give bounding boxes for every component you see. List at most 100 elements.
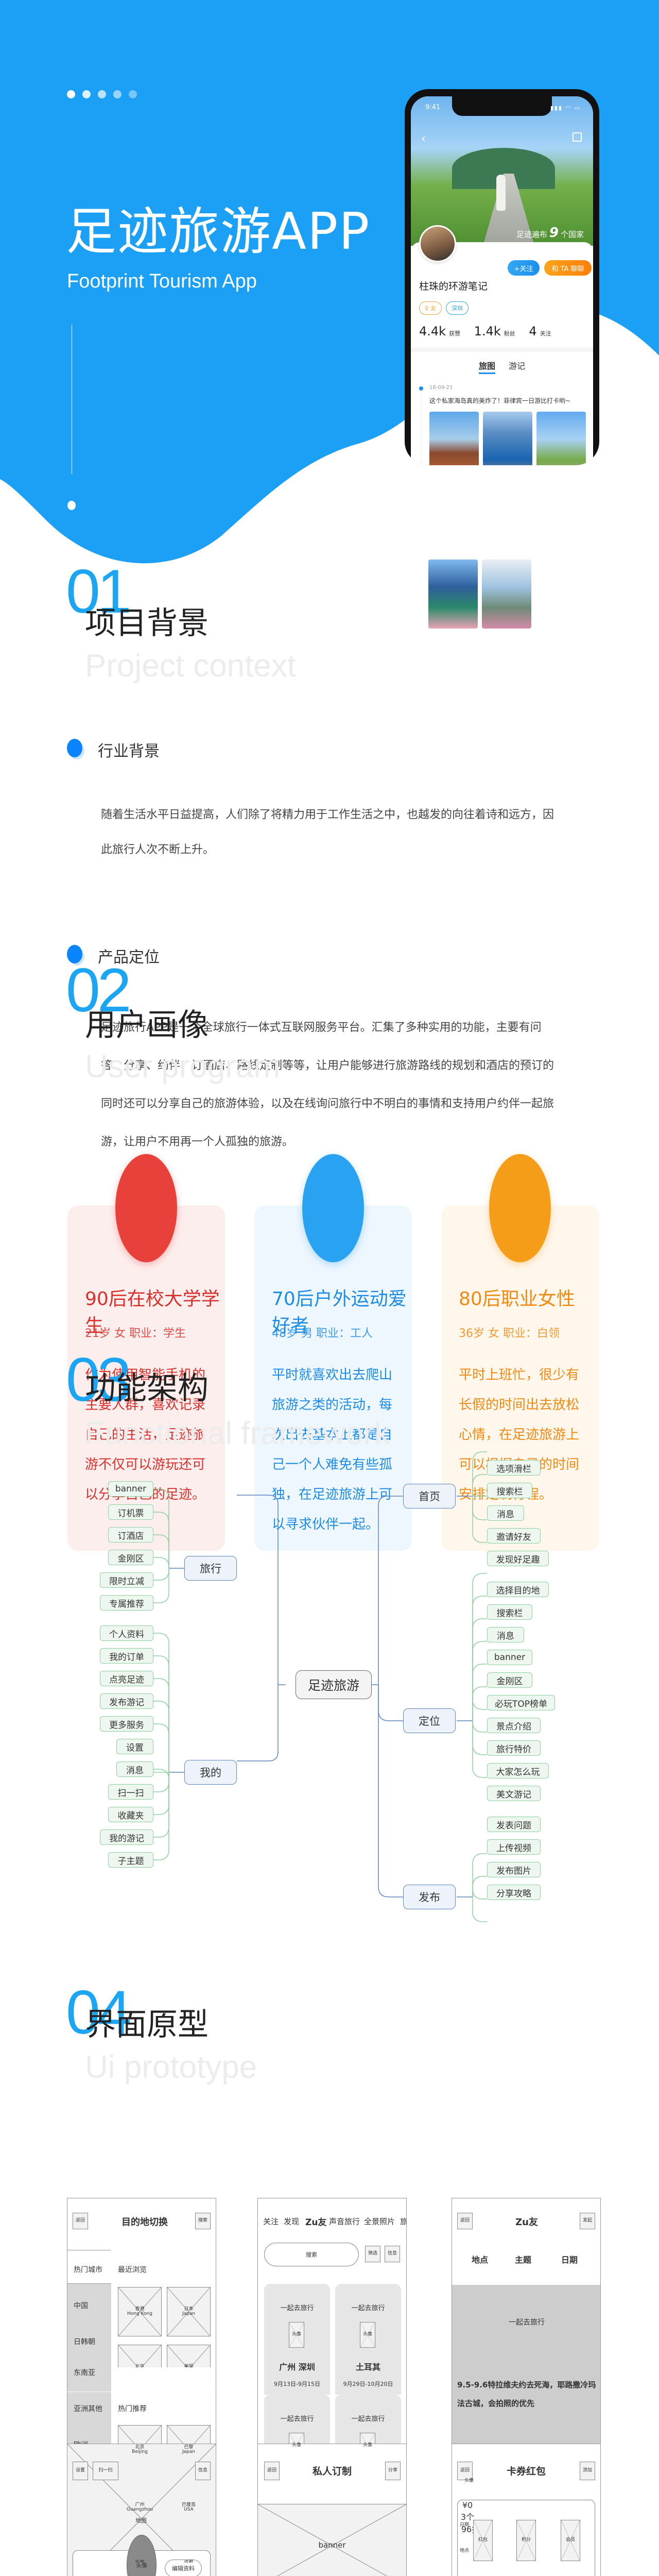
mindmap-leaf: 发布游记 <box>100 1693 153 1709</box>
mindmap-leaf: 子主题 <box>108 1852 153 1868</box>
post-date: 18-09-21 <box>429 385 453 391</box>
mindmap-leaf: 金刚区 <box>487 1672 532 1688</box>
decorative-dot <box>67 501 76 510</box>
mindmap-leaf: 我的订单 <box>100 1648 153 1664</box>
search-button[interactable]: 搜索 <box>195 2213 211 2229</box>
persona-avatar <box>489 1154 551 1262</box>
hero-title: 足迹旅游APP <box>66 202 371 261</box>
phone-notch <box>452 96 552 116</box>
mindmap-leaf: 收藏夹 <box>108 1807 153 1822</box>
sidebar-item[interactable]: 亚洲其他 <box>74 2405 102 2413</box>
sidebar-item[interactable]: 东南亚 <box>74 2369 95 2377</box>
section-subtitle-en: Project context <box>85 648 297 684</box>
mindmap-leaf: 订机票 <box>108 1504 153 1520</box>
filter-button[interactable]: 筛选 <box>365 2246 380 2262</box>
trip-banner: 一起去旅行 9.5-9.6特拉维夫约去死海，耶路撒冷玛法古城，会拍照的优先 <box>452 2285 600 2449</box>
start-button[interactable]: 发起 <box>580 2213 595 2229</box>
section-title: 功能架构 <box>85 1370 209 1406</box>
sidebar-item[interactable]: 中国 <box>74 2302 88 2310</box>
persona-meta: 21岁 女 职业：学生 <box>85 1327 186 1340</box>
mindmap-leaf: 更多服务 <box>100 1716 153 1732</box>
chat-button[interactable]: 和 TA 聊聊 <box>544 260 592 276</box>
info-button[interactable]: 信息 <box>385 2246 400 2262</box>
scan-button[interactable]: 扫一扫 <box>93 2462 118 2480</box>
mindmap-leaf: 消息 <box>116 1761 153 1777</box>
feed-tab[interactable]: 全景照片 <box>364 2217 395 2226</box>
destination-tile[interactable]: 美国USA <box>167 2345 211 2367</box>
wireframe-title: Zu友 <box>515 2217 538 2228</box>
back-button[interactable]: 返回 <box>73 2213 88 2229</box>
banner-placeholder[interactable]: banner <box>258 2504 406 2576</box>
mindmap-leaf: 点亮足迹 <box>100 1671 153 1686</box>
mindmap-branch-travel: 旅行 <box>184 1556 237 1581</box>
paragraph: 随着生活水平日益提高，人们除了将精力用于工作生活之中，也越发的向往着诗和远方，因… <box>101 808 554 856</box>
mindmap-branch-home: 首页 <box>403 1484 456 1509</box>
mindmap-leaf: 发现好足趣 <box>487 1551 549 1566</box>
mindmap-leaf: 选项滑栏 <box>487 1460 541 1476</box>
edit-profile-button[interactable]: 编辑资料 <box>165 2560 202 2576</box>
red-packet-icon[interactable]: 红包 <box>473 2520 493 2561</box>
wireframe-title: 私人订制 <box>312 2466 352 2477</box>
trip-card[interactable]: 一起去旅行 头像 广州 深圳 9月13日-9月15日 2019中秋9月13到15… <box>264 2284 330 2395</box>
mindmap-leaf: 我的游记 <box>100 1829 153 1845</box>
share-button[interactable]: 分享 <box>385 2462 401 2480</box>
mindmap-leaf: 限时立减 <box>100 1572 153 1588</box>
persona-title: 90后在校大学学生 <box>85 1289 220 1336</box>
username: 柱珠的环游笔记 <box>419 281 488 292</box>
divider <box>411 348 593 352</box>
section-number: 03 <box>66 1345 132 1414</box>
share-icon[interactable] <box>573 132 582 142</box>
mindmap-leaf: 发表问题 <box>487 1817 541 1832</box>
feed-tab[interactable]: 发现 <box>284 2217 300 2226</box>
filter-tab[interactable]: 日期 <box>561 2255 578 2265</box>
filter-tab[interactable]: 地点 <box>472 2255 489 2265</box>
tab-notes[interactable]: 游记 <box>509 361 526 371</box>
persona-description: 平时就喜欢出去爬山旅游之类的活动，每次出去基本上都是自己一个人难免有些孤独，在足… <box>272 1367 393 1532</box>
feed-tab[interactable]: 关注 <box>263 2217 279 2226</box>
back-button[interactable]: 返回 <box>264 2462 280 2480</box>
timeline-dot <box>419 386 423 391</box>
back-chevron-icon[interactable]: ‹ <box>421 132 426 145</box>
mindmap-leaf: banner <box>108 1481 153 1497</box>
hero-section: 足迹旅游APP Footprint Tourism App 9:41 ▮▮▮ ◠… <box>0 0 659 582</box>
settings-button[interactable]: 设置 <box>73 2462 88 2480</box>
mindmap-connectors <box>152 1451 487 1922</box>
pagination-dots <box>67 90 137 98</box>
member-icon[interactable]: 会员 <box>561 2520 580 2561</box>
feed-tab-active[interactable]: Zu友 <box>305 2217 327 2228</box>
recent-label: 最近浏览 <box>118 2266 147 2274</box>
tab-photos[interactable]: 旅图 <box>478 359 495 374</box>
mindmap-leaf: 上传视频 <box>487 1839 541 1855</box>
search-input[interactable]: 搜索 <box>264 2243 359 2266</box>
back-button[interactable]: 返回 <box>457 2213 473 2229</box>
sidebar-item[interactable]: 日韩朝 <box>74 2338 95 2346</box>
feed-tab[interactable]: 旅 <box>400 2216 406 2227</box>
follow-button[interactable]: +关注 <box>508 260 540 276</box>
points-icon[interactable]: 积分 <box>516 2520 536 2561</box>
sidebar-item[interactable]: 热门城市 <box>74 2266 102 2274</box>
city-tag: 深圳 <box>446 301 469 315</box>
add-button[interactable]: 添加 <box>580 2462 595 2480</box>
info-button[interactable]: 信息 <box>195 2462 211 2480</box>
trip-card[interactable]: 一起去旅行 头像 土耳其 9月29日-10月20日 10月1-10月20号期间，… <box>335 2284 401 2395</box>
hero-subtitle: Footprint Tourism App <box>67 270 257 292</box>
status-time: 9:41 <box>425 104 441 111</box>
mindmap-branch-publish: 发布 <box>403 1885 456 1909</box>
filter-tab[interactable]: 主题 <box>515 2255 532 2265</box>
avatar[interactable] <box>419 225 456 262</box>
back-button[interactable]: 返回 <box>457 2462 473 2480</box>
section-number: 04 <box>66 1978 132 2047</box>
hot-label: 热门推荐 <box>118 2405 147 2413</box>
persona-card: 70后户外运动爱好者 48岁 男 职业：工人 平时就喜欢出去爬山旅游之类的活动，… <box>254 1154 412 1551</box>
feed-tab[interactable]: 声音旅行 <box>329 2217 360 2226</box>
